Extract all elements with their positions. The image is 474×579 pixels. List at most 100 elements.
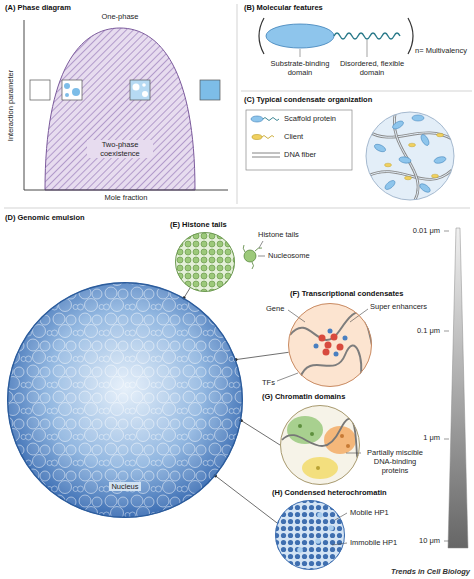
nucleosome-icon — [243, 245, 262, 269]
chromatin-domain-illustration — [310, 432, 314, 436]
condensate-illustration — [368, 170, 452, 179]
circle-outline — [176, 233, 235, 292]
scale-bar — [444, 231, 449, 232]
zoom-circle: (E) Histone tails — [175, 232, 235, 292]
molecular-features — [367, 40, 368, 57]
circle-outline — [281, 406, 360, 485]
phase-diagram — [24, 20, 25, 190]
chromatin-domain-illustration — [280, 405, 360, 485]
circle-outline — [8, 283, 243, 518]
panel-heading: (C) Typical condensate organization — [244, 95, 372, 104]
callout-label: TFs — [262, 378, 275, 387]
zoom-circle: (F) Transcriptional condensates — [288, 303, 372, 387]
callout-label: Nucleosome — [268, 251, 310, 260]
leader-line — [258, 256, 265, 257]
condensate-illustration — [409, 143, 416, 147]
transcription-illustration — [343, 336, 348, 341]
heterochromatin-illustration — [328, 525, 334, 531]
leader-line — [277, 373, 298, 381]
phase-diagram — [45, 28, 195, 190]
histone-illustration — [175, 232, 235, 292]
circle-outline — [275, 500, 345, 570]
circle-outline — [288, 303, 372, 387]
phase-diagram — [24, 190, 228, 191]
phase-label: Two-phase coexistence — [87, 140, 153, 158]
panel-separator — [4, 208, 470, 209]
leader-line — [259, 241, 263, 248]
chromatin-domain-illustration — [280, 405, 360, 485]
panel-heading: (B) Molecular features — [244, 3, 323, 12]
phase-diagram — [62, 80, 82, 100]
chromatin-domain-illustration — [340, 434, 344, 438]
phase-label: One-phase — [101, 12, 138, 21]
scale-label: 0.1 μm — [417, 326, 440, 335]
condensate-legend-box — [252, 135, 262, 140]
condensate-legend-box — [251, 116, 263, 122]
nucleosome-icon — [255, 248, 262, 251]
heterochromatin-illustration — [275, 500, 345, 570]
scale-bar — [444, 541, 449, 542]
connector-line — [236, 352, 289, 359]
circle-outline — [276, 501, 345, 570]
phase-diagram — [30, 80, 50, 100]
histone-illustration — [175, 232, 235, 292]
condensate-outline — [366, 112, 454, 200]
callout-label: Mobile HP1 — [350, 508, 389, 517]
condensate-illustration — [405, 176, 412, 180]
condensate-illustration — [368, 170, 452, 179]
condensate-illustration — [385, 163, 392, 167]
nucleus-illustration — [7, 282, 243, 518]
condensate-illustration — [366, 130, 454, 140]
phase-diagram — [65, 93, 69, 97]
condensate-legend-box — [246, 110, 352, 170]
chromatin-domain-illustration — [346, 444, 350, 448]
nucleus-circle: (D) Genomic emulsionNucleus — [7, 282, 243, 518]
scale-bar — [448, 228, 468, 548]
domain-label: Substrate-binding domain — [265, 59, 335, 77]
panel-heading: (D) Genomic emulsion — [5, 213, 85, 222]
nucleus-illustration — [7, 282, 243, 518]
nucleosome-icon — [252, 262, 254, 269]
condensate-illustration — [366, 130, 454, 140]
callout-label: Super enhancers — [370, 302, 427, 311]
molecular-features — [408, 18, 413, 54]
transcription-illustration — [325, 342, 332, 349]
molecular-features — [300, 49, 301, 57]
transcription-illustration — [328, 329, 333, 334]
transcription-illustration — [314, 344, 319, 349]
condensate-illustration — [412, 115, 424, 121]
chromatin-domain-illustration — [282, 419, 358, 457]
condensate-illustration — [418, 182, 431, 194]
heterochromatin-illustration — [297, 547, 303, 553]
molecular-features — [259, 18, 413, 57]
condensate-legend-box — [263, 118, 279, 121]
callout-label: Gene — [266, 304, 284, 313]
chromatin-domain-illustration — [316, 466, 320, 470]
condensate-legend-box — [246, 110, 352, 170]
panel-heading: (G) Chromatin domains — [262, 392, 345, 401]
connector-line — [215, 476, 277, 523]
condensate-legend-box — [252, 157, 280, 158]
domain-label: Disordered, flexible domain — [337, 59, 407, 77]
chromatin-domain-illustration — [298, 424, 302, 428]
phase-diagram — [200, 80, 220, 100]
condensate-legend-box — [262, 136, 274, 139]
zoom-circle: (H) Condensed heterochromatin — [275, 500, 345, 570]
scale-bar — [444, 439, 449, 440]
panel-separator — [4, 4, 472, 208]
transcription-illustration — [337, 344, 344, 351]
callout-label: Partially miscible DNA-binding proteins — [364, 448, 426, 475]
transcription-illustration — [300, 345, 361, 380]
phase-diagram — [64, 83, 70, 89]
circle-outline — [289, 304, 372, 387]
phase-diagram — [130, 80, 150, 100]
nucleosome-icon — [243, 245, 245, 252]
transcription-illustration — [331, 334, 338, 341]
axis-label: Mole fraction — [105, 193, 148, 202]
phase-diagram — [142, 91, 148, 97]
scale-label: 10 μm — [419, 536, 440, 545]
panel-separator — [241, 91, 472, 92]
connector-line — [241, 421, 280, 446]
connector-line — [184, 288, 190, 298]
condensate-illustration — [437, 133, 444, 137]
